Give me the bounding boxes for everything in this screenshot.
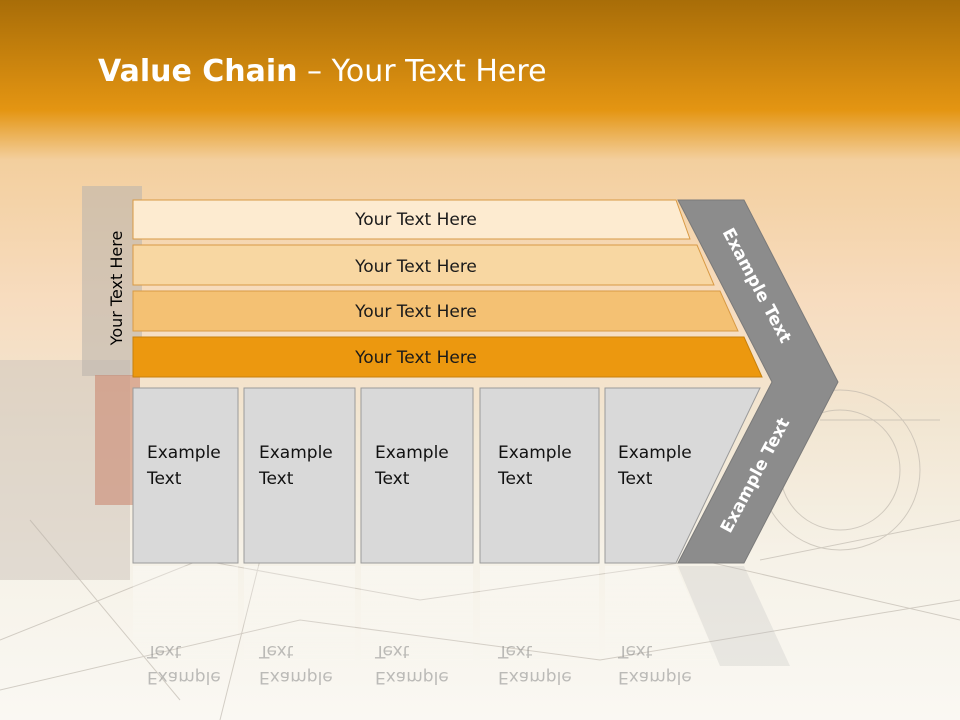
cell-1-reflection (133, 566, 238, 666)
cell-5-reflection-line-2: Text (617, 641, 653, 661)
cell-4-reflection (480, 566, 599, 666)
reflection: Example Text Example Text Example Text E… (133, 566, 790, 687)
cell-5-line-2: Text (617, 469, 653, 489)
cell-3-reflection-line-2: Text (374, 641, 410, 661)
row-label-1: Your Text Here (354, 210, 477, 230)
cell-2-reflection (244, 566, 355, 666)
cell-2 (243, 387, 356, 564)
chevron-arrow (677, 199, 839, 564)
row-label-4: Your Text Here (354, 348, 477, 368)
cell-5-reflection (605, 566, 720, 666)
chevron-reflection (678, 566, 790, 666)
cell-5 (604, 387, 761, 564)
cell-5-reflection-line-1: Example (618, 667, 692, 687)
cell-4-reflection-line-1: Example (498, 667, 572, 687)
cell-1-reflection-line-1: Example (147, 667, 221, 687)
title-bold: Value Chain (98, 54, 298, 89)
row-bar-1 (132, 199, 691, 240)
cell-3-reflection (361, 566, 473, 666)
row-label-2: Your Text Here (354, 257, 477, 277)
cell-2-reflection-line-2: Text (258, 641, 294, 661)
cell-4 (479, 387, 600, 564)
page-title: Value Chain – Your Text Here (98, 54, 547, 89)
cell-3 (360, 387, 474, 564)
row-bar-2 (132, 244, 715, 286)
cell-5-line-1: Example (618, 443, 692, 463)
cell-1-reflection-line-2: Text (146, 641, 182, 661)
cell-4-line-1: Example (498, 443, 572, 463)
cell-1 (132, 387, 239, 564)
cell-4-line-2: Text (497, 469, 533, 489)
cell-3-reflection-line-1: Example (375, 667, 449, 687)
cell-1-line-2: Text (146, 469, 182, 489)
cell-2-line-2: Text (258, 469, 294, 489)
side-label: Your Text Here (107, 231, 126, 347)
title-rest: – Your Text Here (297, 54, 547, 89)
row-bar-3 (132, 290, 739, 332)
row-bar-4 (132, 336, 763, 378)
cell-3-line-2: Text (374, 469, 410, 489)
cell-1-line-1: Example (147, 443, 221, 463)
cell-3-line-1: Example (375, 443, 449, 463)
cell-4-reflection-line-2: Text (497, 641, 533, 661)
cell-2-line-1: Example (259, 443, 333, 463)
cell-2-reflection-line-1: Example (259, 667, 333, 687)
row-label-3: Your Text Here (354, 302, 477, 322)
